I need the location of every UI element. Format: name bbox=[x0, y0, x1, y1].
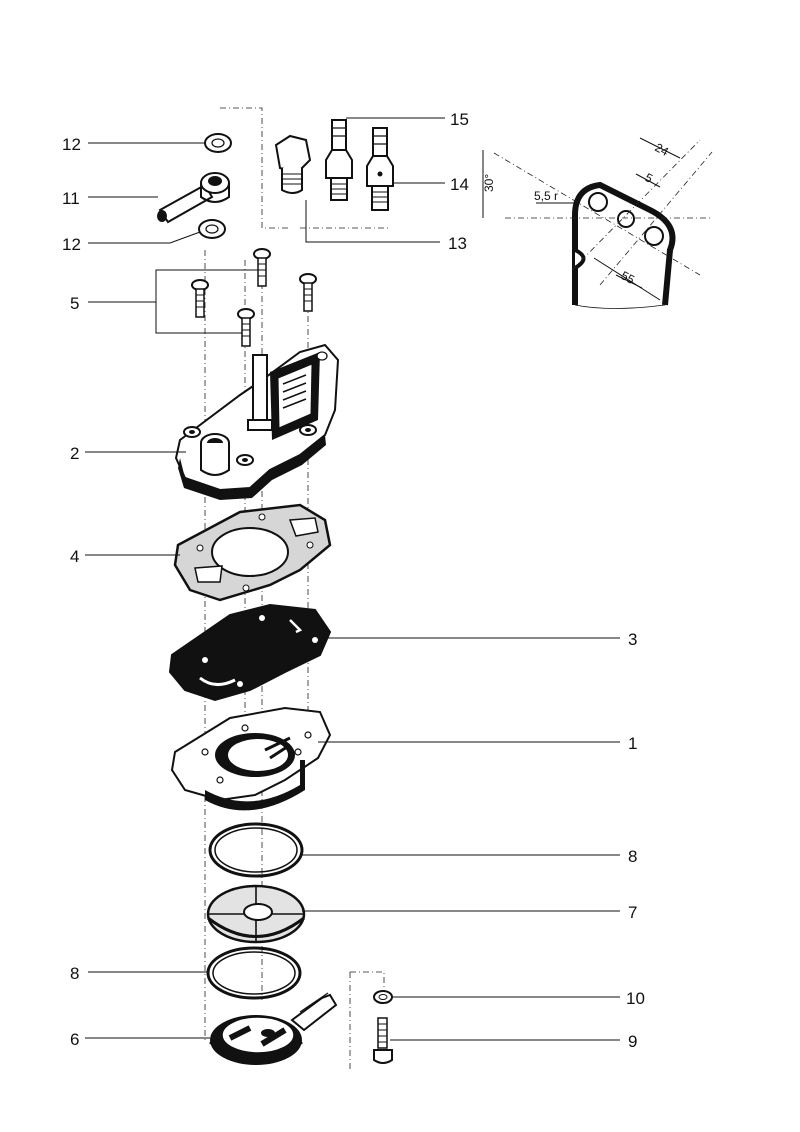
callout-6: 6 bbox=[70, 1030, 79, 1049]
screw-5b bbox=[191, 279, 209, 318]
screws-5 bbox=[155, 248, 317, 347]
callout-9: 9 bbox=[628, 1032, 637, 1051]
leader-lines bbox=[85, 117, 620, 1041]
screw-5a bbox=[253, 248, 271, 287]
nipple-14 bbox=[366, 127, 394, 211]
callout-14: 14 bbox=[450, 175, 469, 194]
banjo-fitting-11 bbox=[157, 172, 230, 224]
callout-4: 4 bbox=[70, 547, 79, 566]
callout-12-upper: 12 bbox=[62, 135, 81, 154]
screw-9 bbox=[373, 1017, 393, 1064]
callout-2: 2 bbox=[70, 444, 79, 463]
sealing-ring-8-upper bbox=[208, 822, 304, 878]
screw-5c bbox=[299, 273, 317, 312]
nipple-15 bbox=[325, 119, 353, 201]
callout-8-upper: 8 bbox=[628, 847, 637, 866]
flange-detail-drawing: 24 5 55 5,5 r 30° bbox=[482, 137, 713, 309]
pump-body-1 bbox=[170, 706, 332, 811]
dim-24-label: 24 bbox=[653, 140, 672, 159]
callout-3: 3 bbox=[628, 630, 637, 649]
callout-5: 5 bbox=[70, 294, 79, 313]
dim-55-label: 55 bbox=[619, 268, 638, 287]
callout-13: 13 bbox=[448, 234, 467, 253]
sealing-ring-8-lower bbox=[206, 946, 302, 1000]
gasket-4 bbox=[173, 503, 332, 602]
lower-cover-6 bbox=[209, 992, 338, 1065]
callout-1: 1 bbox=[628, 734, 637, 753]
dim-radius-label: 5,5 r bbox=[534, 189, 558, 203]
screw-5d bbox=[237, 308, 255, 347]
washer-12-lower bbox=[198, 219, 226, 239]
callout-11: 11 bbox=[62, 189, 80, 208]
callout-numbers: 12 11 12 5 2 4 3 1 8 7 8 6 10 9 15 14 13 bbox=[62, 110, 645, 1051]
dim-angle-label: 30° bbox=[482, 174, 496, 192]
washer-10 bbox=[373, 990, 393, 1004]
washer-12-upper bbox=[204, 133, 232, 153]
callout-8-lower: 8 bbox=[70, 964, 79, 983]
callout-12-lower: 12 bbox=[62, 235, 81, 254]
pump-cover-2 bbox=[174, 343, 340, 500]
callout-10: 10 bbox=[626, 989, 645, 1008]
callout-15: 15 bbox=[450, 110, 469, 129]
filter-screen-7 bbox=[206, 884, 306, 944]
callout-7: 7 bbox=[628, 903, 637, 922]
banjo-bolt-13 bbox=[274, 134, 312, 194]
diaphragm-3 bbox=[168, 603, 332, 702]
